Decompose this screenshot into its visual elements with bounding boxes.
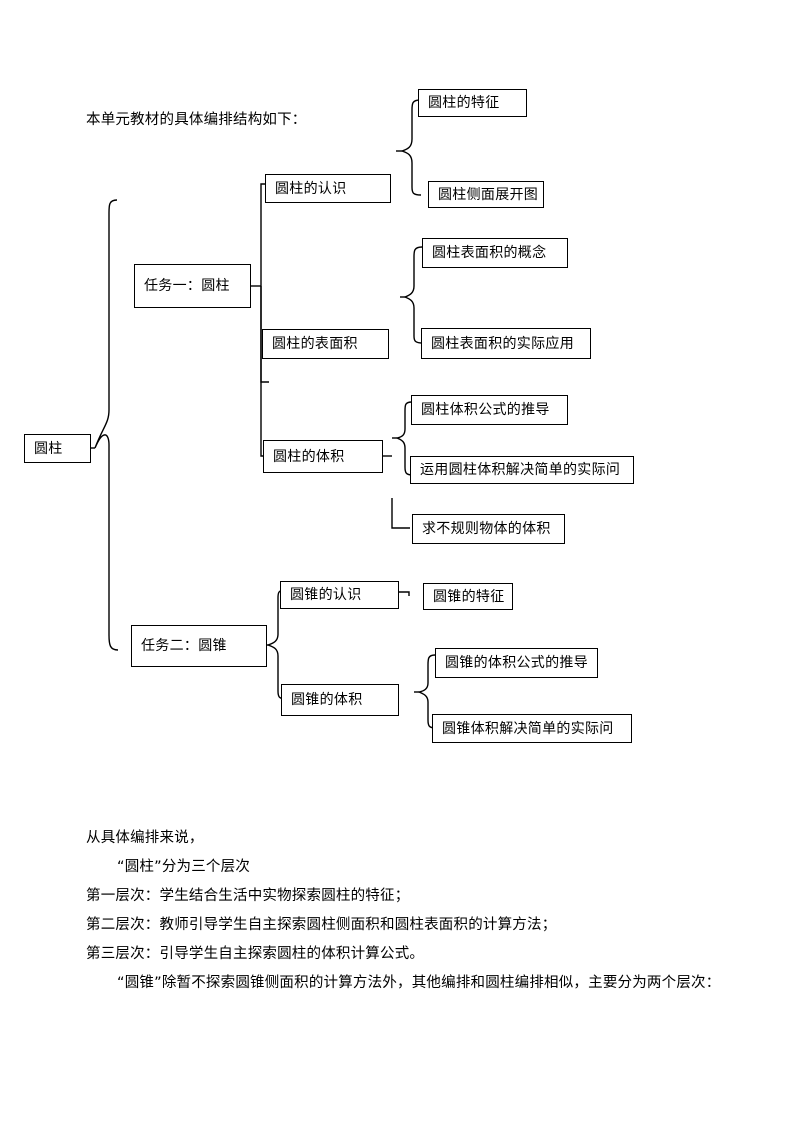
node-label: 求不规则物体的体积 xyxy=(422,521,551,537)
node-task-2[interactable]: 任务二：圆锥 xyxy=(131,625,267,667)
node-label: 圆锥的体积公式的推导 xyxy=(445,655,588,671)
node-label: 圆锥的特征 xyxy=(433,588,505,605)
paragraph-line: “圆锥”除暂不探索圆锥侧面积的计算方法外，其他编排和圆柱编排相似，主要分为两个层… xyxy=(117,975,721,991)
node-cone-volume-formula[interactable]: 圆锥的体积公式的推导 xyxy=(435,648,598,678)
node-label: 圆柱的认识 xyxy=(275,180,347,197)
node-cylinder-volume-application[interactable]: 运用圆柱体积解决简单的实际问 xyxy=(410,456,634,484)
node-cone-recognition[interactable]: 圆锥的认识 xyxy=(280,581,399,609)
node-cone-volume[interactable]: 圆锥的体积 xyxy=(281,684,399,716)
node-label: 圆柱的表面积 xyxy=(272,336,358,352)
connector-cone-volume-brace xyxy=(414,652,444,732)
intro-text: 本单元教材的具体编排结构如下： xyxy=(86,112,307,128)
node-label: 圆柱的体积 xyxy=(273,448,345,465)
node-label: 圆锥的体积 xyxy=(291,692,363,708)
node-cylinder-recognition[interactable]: 圆柱的认识 xyxy=(265,174,391,203)
node-label: 圆柱的特征 xyxy=(428,95,500,111)
node-label: 圆柱体积公式的推导 xyxy=(421,402,550,418)
node-cone-volume-application[interactable]: 圆锥体积解决简单的实际问 xyxy=(432,714,632,743)
node-label: 圆柱表面积的实际应用 xyxy=(431,335,574,352)
node-label: 圆柱表面积的概念 xyxy=(432,245,547,261)
connector-cone-recognition-to-feature xyxy=(399,588,425,608)
explanation-paragraphs: 从具体编排来说， “圆柱”分为三个层次 第一层次：学生结合生活中实物探索圆柱的特… xyxy=(86,824,726,998)
node-cylinder-volume-formula[interactable]: 圆柱体积公式的推导 xyxy=(411,395,568,425)
node-label: 任务二：圆锥 xyxy=(141,638,227,654)
paragraph-line: 第一层次：学生结合生活中实物探索圆柱的特征； xyxy=(86,888,410,904)
connector-root-to-tasks xyxy=(91,195,151,660)
node-root[interactable]: 圆柱 xyxy=(24,434,91,463)
paragraph-line: 从具体编排来说， xyxy=(86,830,204,846)
node-cone-feature[interactable]: 圆锥的特征 xyxy=(423,583,513,610)
node-cylinder-lateral-unfolding[interactable]: 圆柱侧面展开图 xyxy=(428,181,544,208)
node-label: 任务一：圆柱 xyxy=(144,278,230,294)
node-irregular-object-volume[interactable]: 求不规则物体的体积 xyxy=(412,514,565,544)
node-task-1[interactable]: 任务一：圆柱 xyxy=(134,264,251,308)
node-cylinder-surface-application[interactable]: 圆柱表面积的实际应用 xyxy=(421,328,591,359)
connector-task1-to-volume xyxy=(247,286,277,461)
node-label: 圆柱侧面展开图 xyxy=(438,186,539,203)
paragraph-line: 第三层次：引导学生自主探索圆柱的体积计算公式。 xyxy=(86,946,425,962)
node-cylinder-feature[interactable]: 圆柱的特征 xyxy=(418,89,527,117)
node-cylinder-volume[interactable]: 圆柱的体积 xyxy=(263,440,383,473)
node-label: 圆锥的认识 xyxy=(290,587,362,603)
connector-cylinder-recognition-brace xyxy=(396,95,426,200)
paragraph-line: “圆柱”分为三个层次 xyxy=(117,859,251,875)
node-cylinder-surface-area[interactable]: 圆柱的表面积 xyxy=(262,329,389,359)
connector-cylinder-volume-to-irregular xyxy=(383,438,413,530)
paragraph-line: 第二层次：教师引导学生自主探索圆柱侧面积和圆柱表面积的计算方法； xyxy=(86,917,557,933)
node-label: 运用圆柱体积解决简单的实际问 xyxy=(420,462,621,478)
connector-cylinder-volume-brace xyxy=(392,399,422,479)
connector-cylinder-surface-brace xyxy=(400,244,430,348)
node-cylinder-surface-concept[interactable]: 圆柱表面积的概念 xyxy=(422,238,568,268)
node-label: 圆柱 xyxy=(34,440,63,457)
node-label: 圆锥体积解决简单的实际问 xyxy=(442,720,614,737)
